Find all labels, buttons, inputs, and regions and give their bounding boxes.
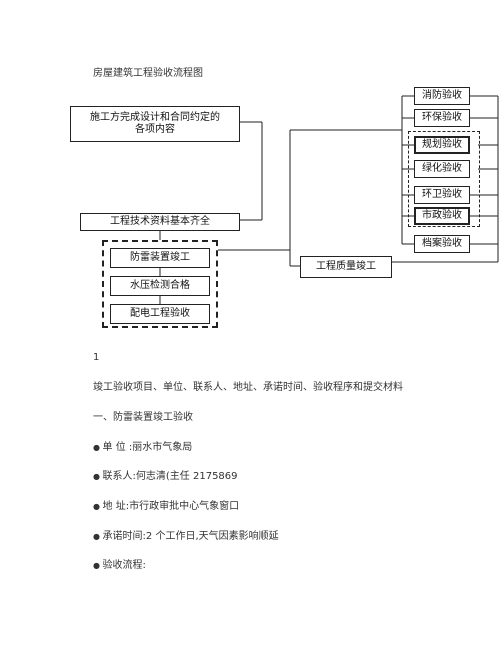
section-title: 一、防雷装置竣工验收 [93, 412, 193, 423]
quality-completion-box: 工程质量竣工 [300, 256, 392, 278]
page-title: 房屋建筑工程验收流程图 [93, 68, 203, 79]
bullet-address: 地 址:市行政审批中心气象窗口 [93, 497, 240, 512]
flowchart-connectors [159, 95, 499, 304]
bullet-contact: 联系人:何志清(主任 2175869 [93, 467, 238, 482]
water-pressure-box: 水压检测合格 [110, 276, 210, 296]
acceptance-subgroup [408, 131, 480, 227]
power-distribution-box: 配电工程验收 [110, 304, 210, 324]
bullet-procedure: 验收流程: [93, 556, 146, 571]
sanitation-acceptance-box: 环卫验收 [414, 186, 470, 204]
greening-acceptance-box: 绿化验收 [414, 160, 470, 178]
bullet-unit: 单 位 :丽水市气象局 [93, 438, 193, 453]
fire-acceptance-box: 消防验收 [414, 87, 470, 105]
design-box: 施工方完成设计和合同约定的 各项内容 [70, 106, 240, 142]
tech-docs-box: 工程技术资料基本齐全 [80, 213, 240, 231]
page-number: 1 [93, 352, 100, 363]
sub-items-group [102, 240, 218, 328]
environment-acceptance-box: 环保验收 [414, 109, 470, 127]
lightning-protection-box: 防雷装置竣工 [110, 248, 210, 268]
intro-paragraph: 竣工验收项目、单位、联系人、地址、承诺时间、验收程序和提交材料 [93, 382, 403, 393]
archive-acceptance-box: 档案验收 [414, 235, 470, 253]
planning-acceptance-box: 规划验收 [414, 136, 470, 154]
bullet-commitment: 承诺时间:2 个工作日,天气因素影响顺延 [93, 527, 279, 542]
municipal-acceptance-box: 市政验收 [414, 207, 470, 225]
